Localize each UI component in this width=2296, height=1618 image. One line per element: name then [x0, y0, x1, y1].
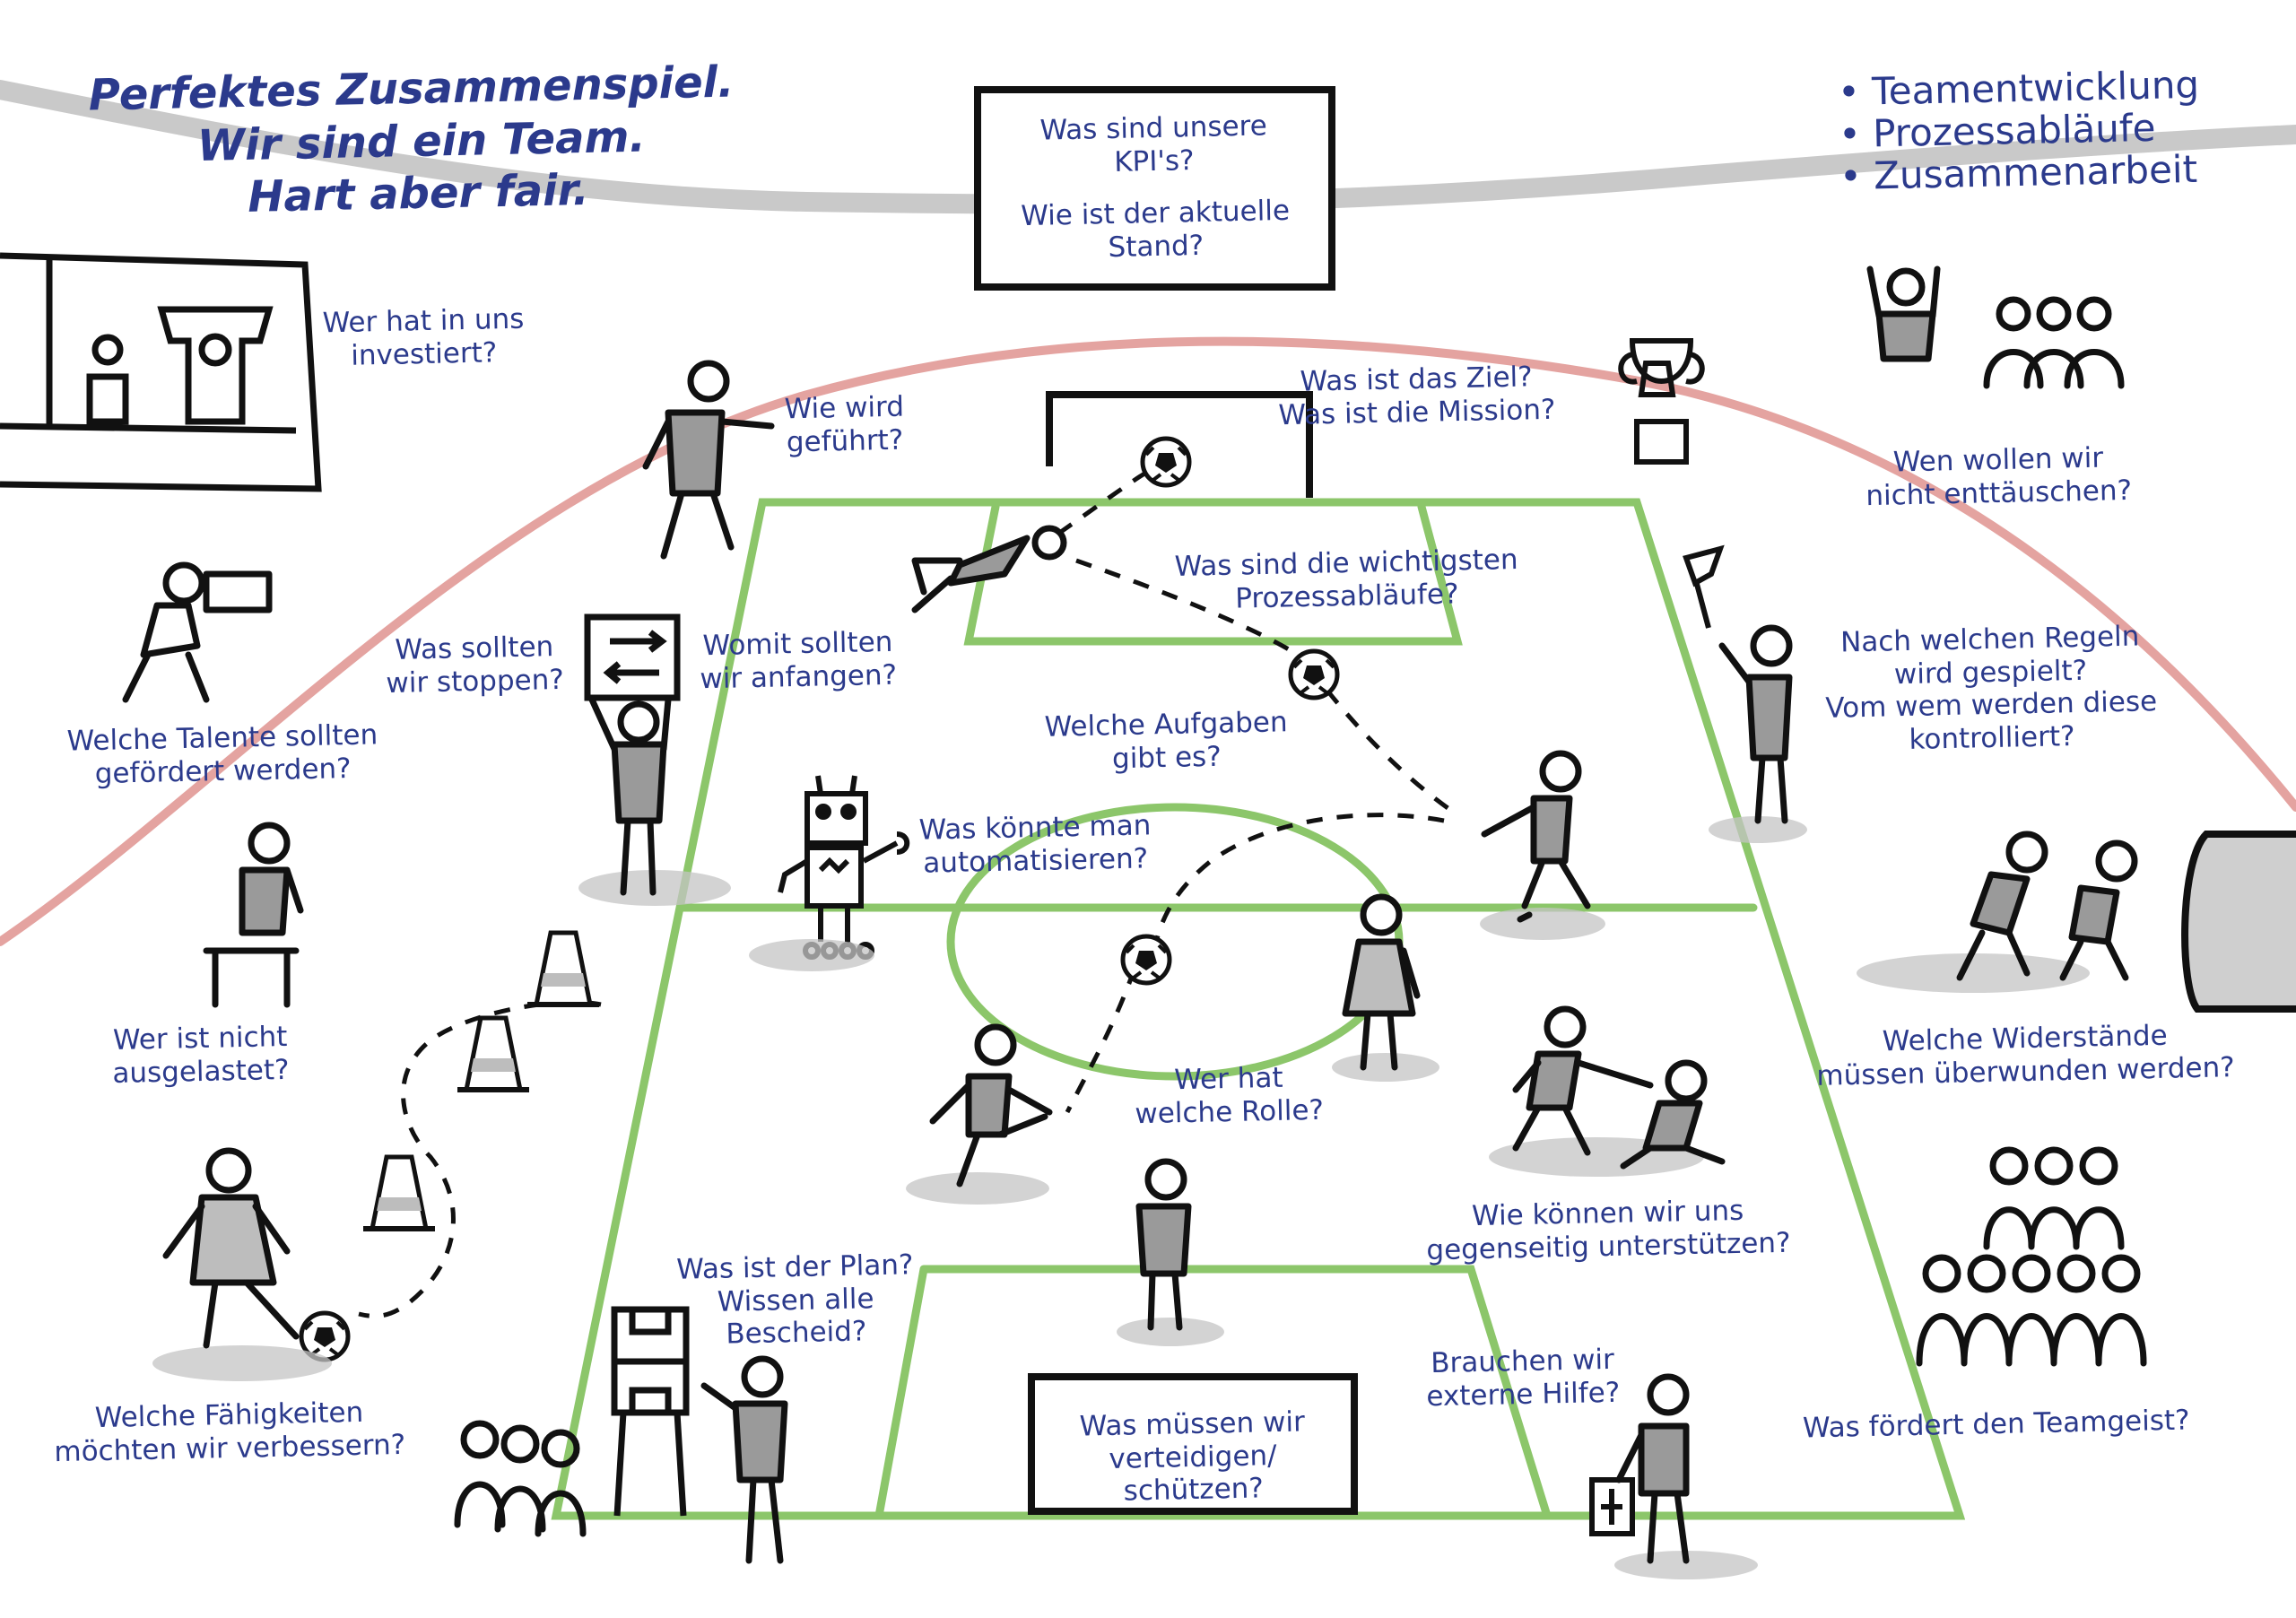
- question-line: welche Rolle?: [1135, 1093, 1325, 1130]
- sitting-figure: [203, 822, 304, 1008]
- question-gefuehrt: Wie wird geführt?: [784, 391, 905, 459]
- stick-figures: [122, 265, 2147, 1564]
- ball-icon: [1143, 439, 1189, 485]
- coach-figure: [642, 360, 775, 560]
- question-line: gibt es?: [1111, 740, 1222, 775]
- question-line: Wie wird: [784, 390, 905, 426]
- question-line: investiert?: [350, 335, 498, 372]
- question-line: gefördert werden?: [94, 752, 352, 790]
- question-investiert: Wer hat in uns investiert?: [322, 303, 525, 373]
- side-goal: [2181, 831, 2296, 1013]
- question-line: Welche Aufgaben: [1044, 706, 1288, 744]
- scoreboard-line: Wie ist der aktuelle: [1020, 195, 1291, 233]
- question-line: Womit sollten: [702, 625, 893, 663]
- question-regeln: Nach welchen Regeln wird gespielt? Vom w…: [1824, 620, 2159, 758]
- sign-board-icon: [584, 613, 681, 701]
- planner-figure: [700, 1355, 788, 1564]
- cheering-fan-figure: [1866, 265, 1941, 362]
- tactics-board-icon: [611, 1306, 690, 1517]
- referee-figure: [1718, 624, 1793, 824]
- question-line: wir stoppen?: [386, 663, 565, 700]
- goalkeeper-figure: [911, 525, 1067, 613]
- question-line: Was sollten: [394, 631, 554, 666]
- question-line: geführt?: [786, 423, 904, 458]
- question-anfangen: Womit sollten wir anfangen?: [699, 626, 897, 696]
- corner-flag-icon: [1683, 544, 1725, 629]
- question-widerstaende: Welche Widerstände müssen überwunden wer…: [1815, 1018, 2235, 1092]
- scoreboard-text: Was sind unsere KPI's? Wie ist der aktue…: [989, 109, 1319, 266]
- helping-pair-figure: [1512, 1005, 1726, 1170]
- question-line: Was ist die Mission?: [1278, 393, 1556, 431]
- question-line: Wen wollen wir: [1892, 441, 2104, 479]
- question-line: Nach welchen Regeln: [1839, 620, 2140, 659]
- question-line: Vom wem werden diese: [1825, 685, 2158, 726]
- pushing-pair-figure: [1956, 831, 2138, 981]
- dribbler-figure: [162, 1147, 300, 1349]
- question-line: Was könnte man: [918, 809, 1152, 847]
- vip-box: [0, 252, 322, 492]
- question-line: Wer hat in uns: [322, 302, 525, 340]
- topics-list: Teamentwicklung Prozessabläufe Zusammena…: [1838, 63, 2202, 198]
- question-rolle: Wer hat welche Rolle?: [1134, 1061, 1324, 1131]
- goal-board-text: Was müssen wir verteidigen/ schützen?: [1039, 1405, 1346, 1509]
- question-line: ausgelastet?: [112, 1053, 290, 1090]
- cone-icon: [527, 933, 599, 1005]
- question-line: Wer ist nicht: [112, 1020, 288, 1057]
- trophy-icon: [1618, 338, 1705, 465]
- scoreboard-line: Stand?: [1108, 229, 1205, 264]
- question-line: automatisieren?: [922, 841, 1149, 880]
- kicker-figure: [1481, 750, 1591, 923]
- question-automatisieren: Was könnte man automatisieren?: [918, 809, 1152, 880]
- question-line: Brauchen wir: [1430, 1343, 1615, 1380]
- question-prozesse: Was sind die wichtigsten Prozessabläufe?: [1174, 544, 1518, 616]
- crowd-figure: [1916, 1146, 2147, 1367]
- question-plan: Was ist der Plan? Wissen alle Bescheid?: [676, 1248, 915, 1352]
- ball-icon: [1291, 651, 1337, 698]
- shooter-figure: [929, 1023, 1053, 1187]
- bench-group-figure: [454, 1420, 587, 1537]
- question-line: kontrolliert?: [1909, 719, 2075, 756]
- medic-figure: [1615, 1373, 1690, 1564]
- top-goal: [1046, 391, 1313, 498]
- question-line: nicht enttäuschen?: [1866, 474, 2133, 512]
- sign-holder-figure: [588, 696, 672, 896]
- question-hilfe: Brauchen wir externe Hilfe?: [1425, 1343, 1621, 1414]
- female-player-figure: [1342, 893, 1421, 1071]
- topic-item: Zusammenarbeit: [1839, 147, 2202, 198]
- cone-icon: [457, 1018, 529, 1090]
- cameraman-figure: [122, 561, 273, 703]
- question-ziel: Was ist das Ziel? Was ist die Mission?: [1277, 361, 1556, 432]
- motto-heading: Perfektes Zusammenspiel. Wir sind ein Te…: [88, 56, 736, 227]
- goal-board-line: schützen?: [1123, 1472, 1265, 1508]
- question-line: Was ist der Plan?: [675, 1248, 914, 1286]
- ball-icon: [1123, 936, 1170, 983]
- tribune-arc: [0, 336, 2296, 946]
- medical-kit-icon: [1589, 1477, 1635, 1536]
- question-line: Was ist das Ziel?: [1300, 361, 1534, 398]
- robot-icon: [778, 775, 910, 960]
- question-talente: Welche Talente sollten gefördert werden?: [66, 718, 378, 790]
- question-enttaeuschen: Wen wollen wir nicht enttäuschen?: [1865, 441, 2132, 512]
- question-aufgaben: Welche Aufgaben gibt es?: [1044, 706, 1288, 777]
- question-ausgelastet: Wer ist nicht ausgelastet?: [111, 1021, 290, 1090]
- goal-board-line: Was müssen wir: [1079, 1405, 1306, 1443]
- question-faehigkeiten: Welche Fähigkeiten möchten wir verbesser…: [53, 1396, 405, 1468]
- scoreboard-frame: [974, 86, 1335, 291]
- question-line: Wissen alle: [717, 1282, 874, 1318]
- question-line: externe Hilfe?: [1426, 1376, 1621, 1413]
- bottom-goal: [1028, 1373, 1358, 1515]
- fan-group-figure: [1983, 296, 2125, 389]
- question-line: wir anfangen?: [700, 658, 898, 695]
- question-line: Wer hat: [1173, 1061, 1283, 1097]
- question-line: Bescheid?: [725, 1315, 867, 1351]
- cone-icon: [363, 1157, 435, 1229]
- ground-shadows: [152, 816, 2090, 1579]
- defender-figure: [1135, 1158, 1192, 1331]
- question-stoppen: Was sollten wir stoppen?: [385, 631, 564, 700]
- question-unterstuetzen: Wie können wir uns gegenseitig unterstüt…: [1425, 1194, 1791, 1267]
